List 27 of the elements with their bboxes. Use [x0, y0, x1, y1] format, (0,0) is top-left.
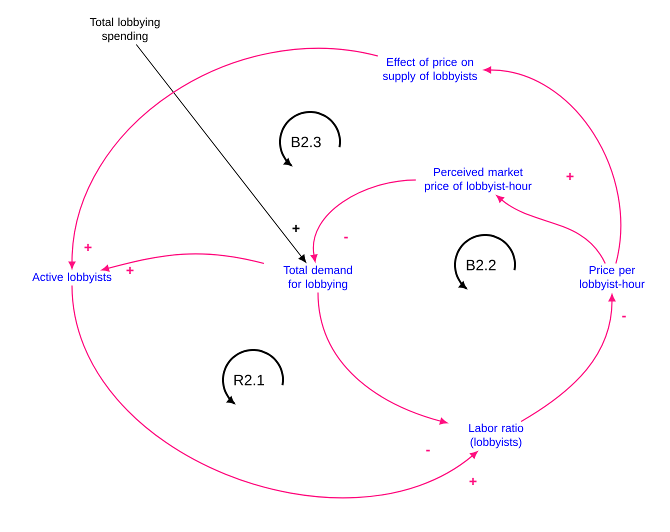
arrow — [71, 285, 478, 498]
loop-label: R2.1 — [234, 374, 264, 386]
arrow — [68, 48, 378, 269]
variable-label: Perceived market price of lobbyist-hour — [424, 168, 532, 192]
arrow — [317, 292, 448, 425]
arrow — [102, 253, 264, 272]
polarity-sign: - — [622, 316, 626, 318]
polarity-sign: + — [470, 478, 476, 485]
polarity-sign: - — [344, 236, 348, 238]
arrow — [136, 44, 306, 263]
polarity-sign: - — [426, 450, 430, 452]
loop-label: B2.2 — [466, 260, 496, 270]
variable-label: Total lobbying spending — [90, 18, 160, 42]
arrow — [484, 66, 622, 264]
loop-label: B2.3 — [292, 136, 321, 148]
polarity-sign: + — [84, 244, 92, 251]
polarity-sign: + — [292, 224, 300, 232]
variable-label: Active lobbyists — [32, 272, 112, 284]
variable-label: Effect of price on supply of lobbyists — [382, 58, 477, 82]
variable-label: Price per lobbyist-hour — [580, 266, 645, 290]
variable-label: Labor ratio (lobbyists) — [469, 424, 524, 448]
variable-label: Total demand for lobbying — [284, 266, 352, 290]
polarity-sign: + — [566, 172, 574, 180]
arrow — [520, 294, 616, 422]
arrow — [496, 195, 606, 264]
polarity-sign: + — [126, 266, 134, 274]
arrow — [310, 179, 416, 262]
